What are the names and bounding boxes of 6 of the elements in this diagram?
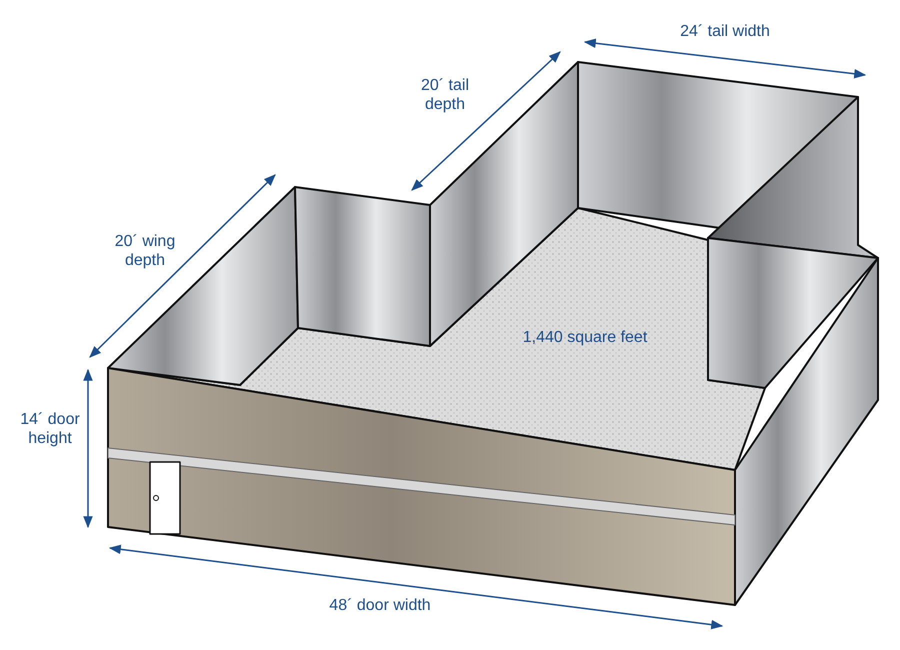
area-label: 1,440 square feet [522,328,648,347]
dimension-label: 20´ wing depth [114,232,176,270]
dimension-label: 20´ tail depth [420,76,470,114]
dimension-label: 48´ door width [328,596,432,615]
dimension-label: 14´ door height [20,410,80,448]
dimension-label: 24´ tail width [679,22,771,41]
